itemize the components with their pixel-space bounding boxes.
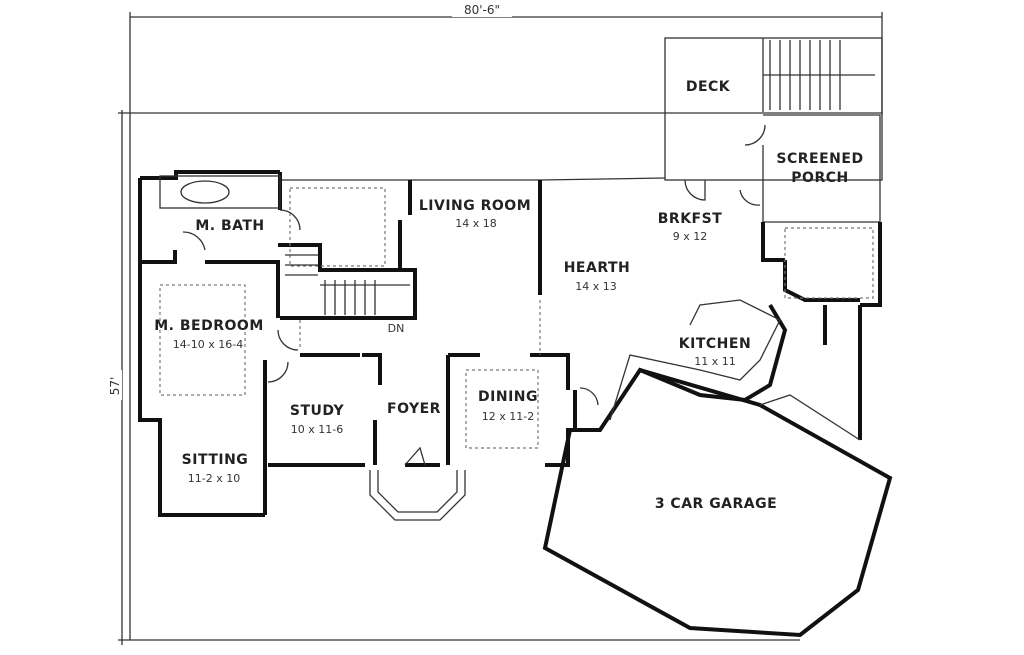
exterior-walls [138,170,882,517]
room-master-bedroom-size: 14-10 x 16-4 [173,338,243,351]
kitchen-walls [573,227,874,440]
stair-down-label: DN [388,322,405,335]
room-living-room: LIVING ROOM [419,198,531,214]
depth-dimension: 57' [108,377,122,396]
room-screened-porch-line2: PORCH [791,170,848,186]
room-deck: DECK [686,79,731,95]
room-study-size: 10 x 11-6 [291,423,343,436]
room-dining-size: 12 x 11-2 [482,410,534,423]
room-sitting: SITTING [182,452,249,468]
width-dimension: 80'-6" [464,3,500,17]
doors [182,124,766,466]
room-screened-porch: SCREENED [776,151,863,167]
room-garage: 3 CAR GARAGE [655,496,777,512]
room-master-bedroom: M. BEDROOM [154,318,264,334]
room-hearth-size: 14 x 13 [575,280,617,293]
room-breakfast-size: 9 x 12 [673,230,708,243]
staircase [285,254,410,315]
room-sitting-size: 11-2 x 10 [188,472,240,485]
room-hearth: HEARTH [564,260,631,276]
room-study: STUDY [290,403,345,419]
room-living-room-size: 14 x 18 [455,217,497,230]
room-labels: DECK SCREENED PORCH LIVING ROOM 14 x 18 … [154,79,863,512]
bay-window [369,470,466,521]
room-kitchen: KITCHEN [679,336,751,352]
room-dining: DINING [478,389,538,405]
room-kitchen-size: 11 x 11 [694,355,736,368]
room-breakfast: BRKFST [658,211,723,227]
garage-walls [542,368,893,638]
deck-porch-walls [664,37,883,223]
room-foyer: FOYER [387,401,441,417]
room-master-bath: M. BATH [195,218,264,234]
interior-walls [140,172,541,465]
